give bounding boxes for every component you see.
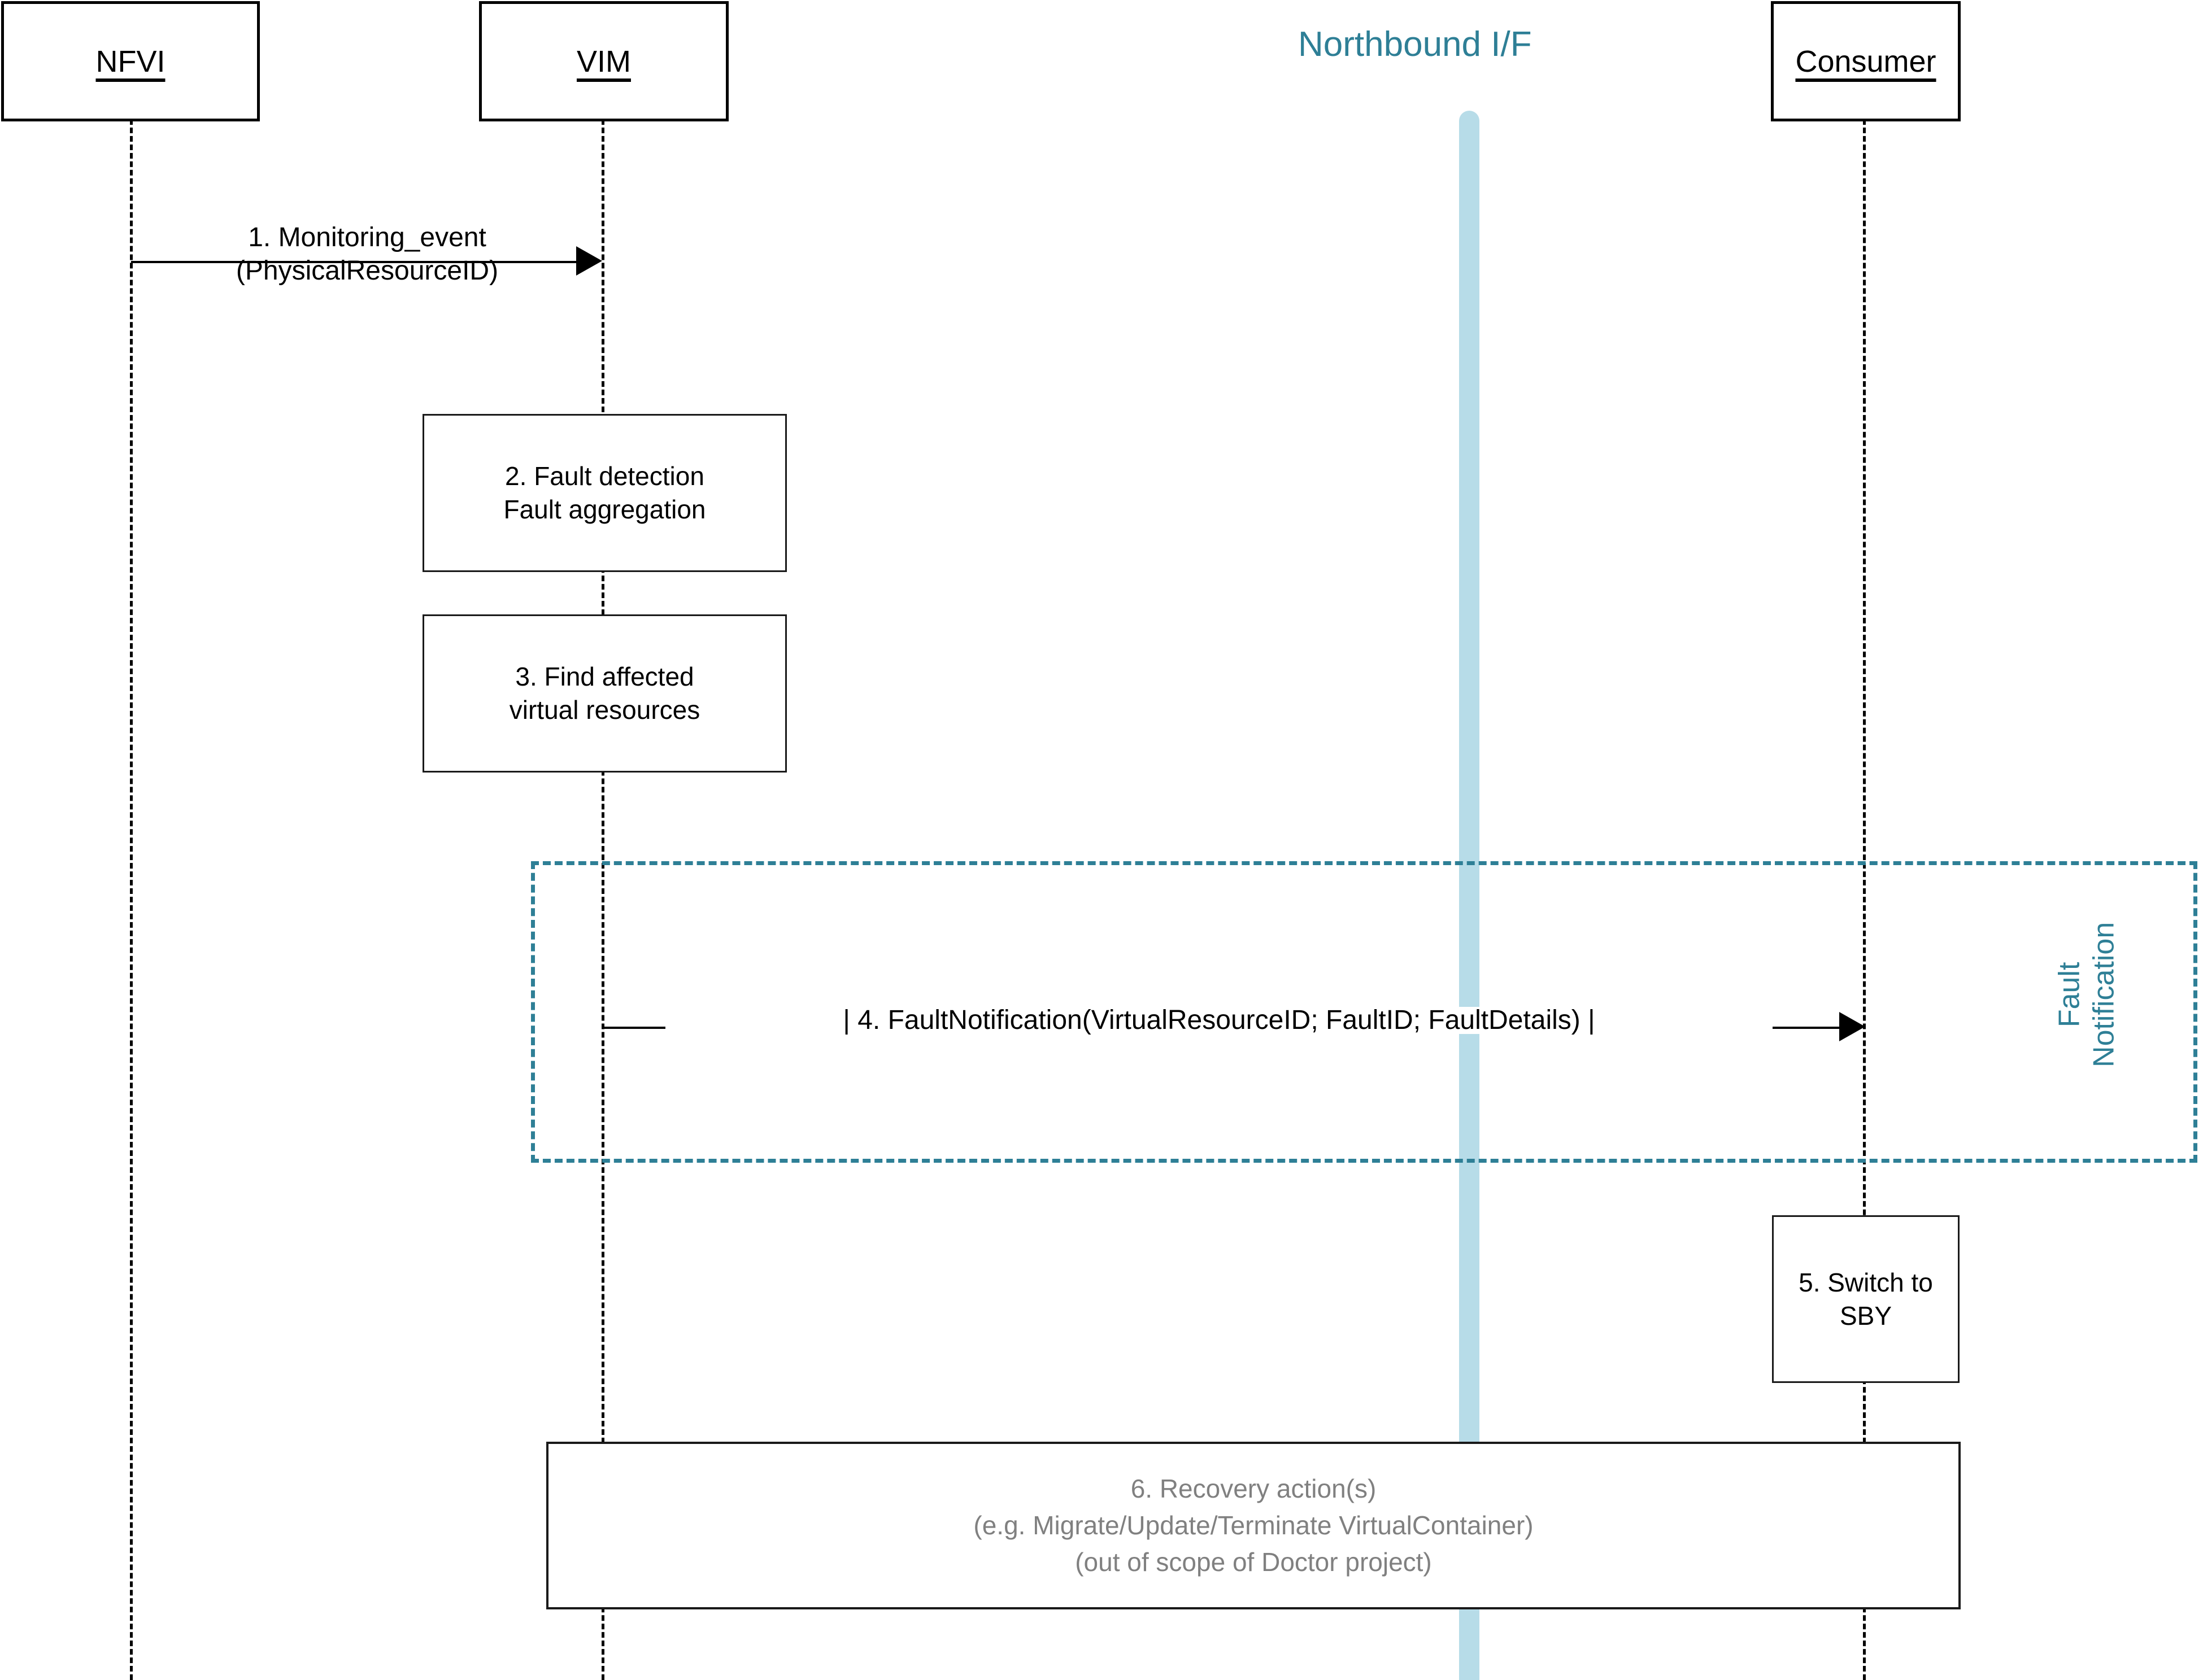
northbound-interface-bar xyxy=(1459,111,1479,1680)
action-box-2-fault-detection[interactable]: 2. Fault detection Fault aggregation xyxy=(423,414,787,572)
participant-label-consumer: Consumer xyxy=(1795,44,1936,78)
action-box-5-line1: 5. Switch to xyxy=(1799,1267,1933,1297)
participant-box-consumer[interactable]: Consumer xyxy=(1771,1,1961,121)
message-1-label-line2: (PhysicalResourceID) xyxy=(236,255,499,286)
action-box-2-line2: Fault aggregation xyxy=(503,495,706,524)
message-4-label-line1: | 4. FaultNotification(VirtualResourceID… xyxy=(843,1005,1595,1035)
message-1-label: 1. Monitoring_event (PhysicalResourceID) xyxy=(169,221,565,287)
action-box-5-line2: SBY xyxy=(1839,1301,1892,1330)
fragment-fault-notification xyxy=(531,861,2197,1163)
lifeline-nfvi xyxy=(130,111,133,1680)
action-box-5-switch-to-sby[interactable]: 5. Switch to SBY xyxy=(1772,1215,1960,1383)
northbound-interface-label: Northbound I/F xyxy=(1298,25,1532,64)
message-4-arrowhead xyxy=(1839,1012,1865,1041)
participant-label-nfvi: NFVI xyxy=(95,44,166,78)
participant-box-vim[interactable]: VIM xyxy=(479,1,729,121)
participant-label-vim: VIM xyxy=(576,44,631,78)
fragment-label-line1: Fault xyxy=(2053,962,2086,1028)
action-box-3-find-affected-resources[interactable]: 3. Find affected virtual resources xyxy=(423,614,787,773)
action-box-3-line1: 3. Find affected xyxy=(515,662,694,692)
message-1-arrowhead xyxy=(576,246,602,276)
action-box-6-line1: 6. Recovery action(s) xyxy=(1130,1473,1377,1503)
message-1-label-line1: 1. Monitoring_event xyxy=(248,222,486,252)
message-4-label: | 4. FaultNotification(VirtualResourceID… xyxy=(665,1007,1773,1034)
action-box-6-line3: (out of scope of Doctor project) xyxy=(1075,1547,1432,1577)
participant-box-nfvi[interactable]: NFVI xyxy=(1,1,260,121)
lifeline-consumer xyxy=(1863,111,1866,1680)
action-box-2-line1: 2. Fault detection xyxy=(505,461,704,491)
lifeline-vim xyxy=(602,111,604,1680)
fragment-label-line2: Notification xyxy=(2088,922,2121,1067)
message-1-line xyxy=(131,261,598,263)
action-box-6-recovery-actions[interactable]: 6. Recovery action(s) (e.g. Migrate/Upda… xyxy=(546,1442,1961,1609)
action-box-3-line2: virtual resources xyxy=(509,695,700,725)
fragment-label-fault-notification: Fault Notification xyxy=(2053,901,2122,1088)
action-box-6-line2: (e.g. Migrate/Update/Terminate VirtualCo… xyxy=(973,1510,1534,1540)
